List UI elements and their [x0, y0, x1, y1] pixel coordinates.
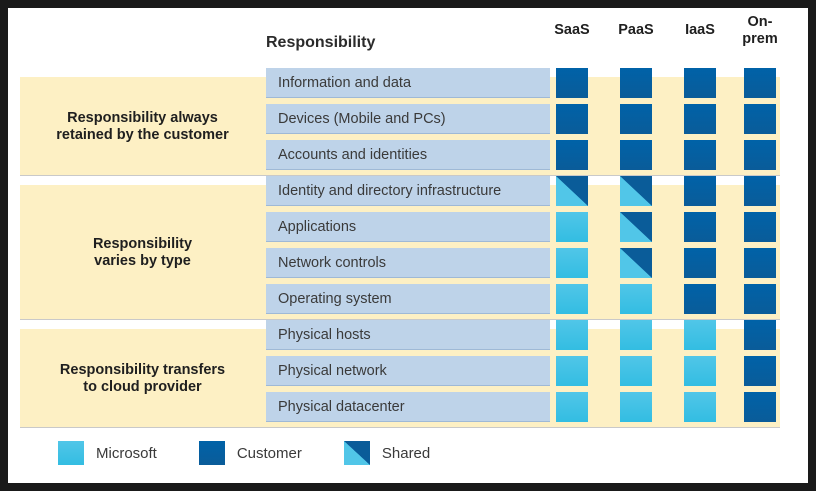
matrix-cell-shared [620, 248, 652, 278]
diagram-card: Responsibility always retained by the cu… [8, 8, 808, 483]
matrix-cell-customer [684, 68, 716, 98]
group-band-label: Responsibility transfers to cloud provid… [59, 361, 226, 395]
matrix-cell-customer [684, 140, 716, 170]
matrix-cell-shared [556, 176, 588, 206]
matrix-cell-customer [684, 104, 716, 134]
responsibility-row-label[interactable]: Physical network [266, 356, 550, 386]
matrix-cell-microsoft [684, 356, 716, 386]
matrix-cell-customer [684, 284, 716, 314]
responsibility-row-label[interactable]: Devices (Mobile and PCs) [266, 104, 550, 134]
matrix-cell-shared [620, 176, 652, 206]
group-band-label: Responsibility always retained by the cu… [56, 109, 229, 143]
responsibility-column-header: Responsibility [266, 34, 376, 51]
responsibility-row-label[interactable]: Operating system [266, 284, 550, 314]
column-header-0: SaaS [554, 22, 590, 38]
matrix-cell-customer [684, 248, 716, 278]
matrix-cell-microsoft [620, 284, 652, 314]
responsibility-row-label[interactable]: Identity and directory infrastructure [266, 176, 550, 206]
legend-label: Microsoft [96, 444, 157, 462]
column-header-2: IaaS [685, 22, 715, 38]
matrix-cell-customer [556, 104, 588, 134]
matrix-cell-microsoft [556, 392, 588, 422]
matrix-cell-customer [744, 284, 776, 314]
matrix-cell-customer [744, 140, 776, 170]
responsibility-row-label[interactable]: Accounts and identities [266, 140, 550, 170]
matrix-cell-customer [744, 68, 776, 98]
matrix-cell-customer [744, 176, 776, 206]
matrix-cell-customer [744, 392, 776, 422]
legend-swatch-shared-icon [343, 441, 370, 465]
matrix-cell-microsoft [556, 248, 588, 278]
matrix-cell-customer [744, 248, 776, 278]
matrix-cell-microsoft [684, 392, 716, 422]
responsibility-row-label[interactable]: Applications [266, 212, 550, 242]
legend-item-customer: Customer [198, 441, 302, 465]
matrix-cell-customer [684, 212, 716, 242]
legend-label: Shared [381, 444, 431, 462]
matrix-cell-microsoft [556, 284, 588, 314]
matrix-cell-customer [620, 140, 652, 170]
matrix-cell-microsoft [684, 320, 716, 350]
responsibility-row-label[interactable]: Physical datacenter [266, 392, 550, 422]
matrix-cell-customer [556, 140, 588, 170]
matrix-cell-customer [744, 104, 776, 134]
legend-item-microsoft: Microsoft [58, 441, 157, 465]
matrix-cell-microsoft [620, 320, 652, 350]
legend-swatch-microsoft-icon [58, 441, 84, 465]
legend-swatch-customer-icon [198, 441, 225, 465]
matrix-cell-microsoft [556, 356, 588, 386]
matrix-cell-customer [744, 356, 776, 386]
matrix-cell-shared [620, 212, 652, 242]
matrix-cell-customer [744, 212, 776, 242]
column-header-1: PaaS [618, 22, 654, 38]
responsibility-row-label[interactable]: Network controls [266, 248, 550, 278]
matrix-cell-customer [620, 68, 652, 98]
matrix-cell-microsoft [620, 356, 652, 386]
matrix-cell-customer [684, 176, 716, 206]
legend-item-shared: Shared [343, 441, 431, 465]
matrix-cell-customer [620, 104, 652, 134]
matrix-cell-microsoft [556, 320, 588, 350]
legend-label: Customer [236, 444, 302, 462]
matrix-cell-microsoft [620, 392, 652, 422]
matrix-cell-customer [744, 320, 776, 350]
legend: Microsoft Customer Shared [58, 438, 472, 468]
column-header-3: On- prem [742, 14, 778, 47]
responsibility-row-label[interactable]: Information and data [266, 68, 550, 98]
matrix-cell-customer [556, 68, 588, 98]
matrix-cell-microsoft [556, 212, 588, 242]
responsibility-row-label[interactable]: Physical hosts [266, 320, 550, 350]
group-band-label: Responsibility varies by type [92, 235, 193, 269]
